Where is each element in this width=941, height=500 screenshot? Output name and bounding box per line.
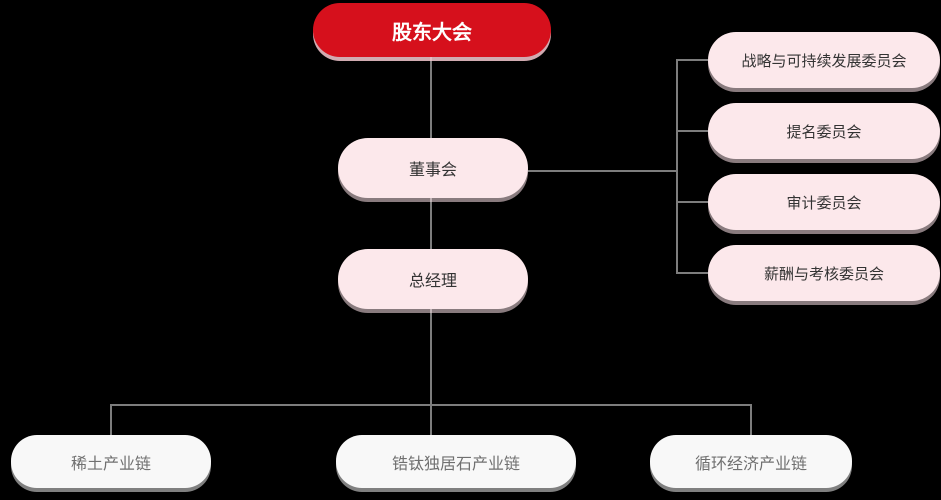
node-shareholders-meeting: 股东大会: [313, 3, 551, 57]
node-chain-zirconium-titanium-monazite: 锆钛独居石产业链: [336, 435, 576, 488]
connector-stub-committee-4: [677, 272, 708, 274]
node-board-of-directors: 董事会: [338, 138, 528, 198]
connector-drop-chain-2: [430, 404, 432, 435]
connector-board-to-committees: [528, 170, 677, 172]
node-chain-circular-economy: 循环经济产业链: [650, 435, 852, 488]
node-committee-remuneration-assessment: 薪酬与考核委员会: [708, 245, 940, 301]
connector-stub-committee-1: [677, 59, 708, 61]
node-general-manager: 总经理: [338, 249, 528, 309]
connector-drop-chain-1: [110, 404, 112, 435]
connector-drop-chain-3: [750, 404, 752, 435]
node-chain-rare-earth: 稀土产业链: [11, 435, 211, 488]
node-committee-strategy-sustainability: 战略与可持续发展委员会: [708, 32, 940, 88]
connector-stub-committee-3: [677, 201, 708, 203]
node-committee-nomination: 提名委员会: [708, 103, 940, 159]
connector-root-to-board: [430, 57, 432, 138]
connector-committees-trunk: [676, 59, 678, 274]
connector-board-to-gm: [430, 198, 432, 249]
connector-gm-to-chains: [430, 309, 432, 406]
node-committee-audit: 审计委员会: [708, 174, 940, 230]
connector-stub-committee-2: [677, 130, 708, 132]
